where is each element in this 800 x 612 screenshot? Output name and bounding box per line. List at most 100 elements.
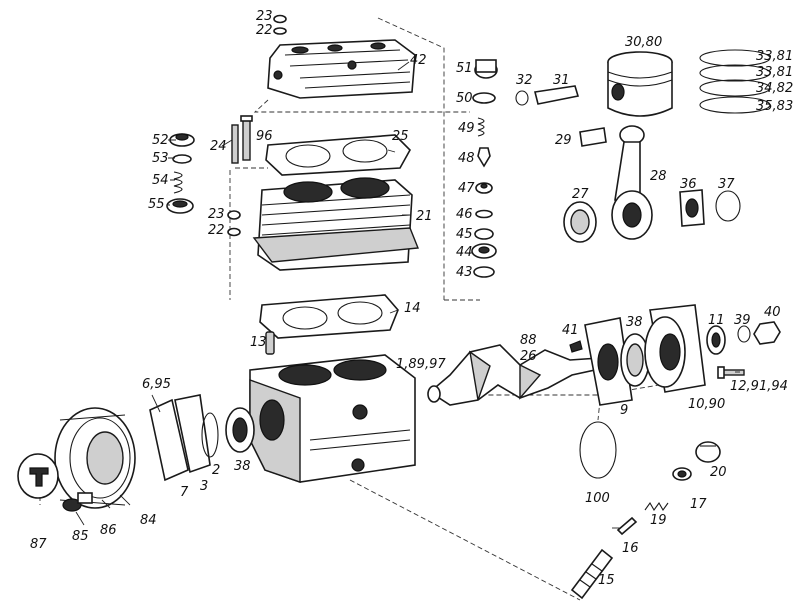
oil-seal-11 — [706, 325, 726, 355]
nut-40 — [753, 321, 781, 345]
woodruff-key-41 — [569, 340, 583, 353]
spring-19 — [644, 501, 669, 512]
label-17: 17 — [690, 497, 707, 512]
circlip-37 — [715, 190, 741, 222]
label-30-80: 30,80 — [625, 35, 662, 50]
label-36: 36 — [680, 177, 697, 192]
label-6-95: 6,95 — [142, 377, 171, 392]
rear-bearing-38 — [620, 333, 650, 387]
small-end-bush — [579, 127, 607, 147]
leader-lines — [75, 61, 740, 529]
valve-body-15 — [570, 548, 614, 600]
label-32: 32 — [516, 73, 533, 88]
label-39: 39 — [734, 313, 751, 328]
head-washer-22 — [273, 27, 287, 35]
washer-23-22-mid — [227, 210, 241, 237]
head-nut-23 — [273, 14, 287, 24]
label-38: 38 — [626, 315, 643, 330]
cylinder-block — [252, 177, 419, 271]
label-84: 84 — [140, 513, 157, 528]
label-19: 19 — [650, 513, 667, 528]
crankshaft — [427, 344, 606, 406]
cap-nut-20 — [695, 441, 721, 463]
label-86: 86 — [100, 523, 117, 538]
label-15: 15 — [598, 573, 615, 588]
label-33-81-b: 33,81 — [756, 65, 793, 80]
o-ring-100 — [579, 421, 617, 479]
label-100: 100 — [585, 491, 610, 506]
label-51: 51 — [456, 61, 473, 76]
label-24: 24 — [210, 139, 227, 154]
crankcase — [249, 354, 416, 483]
label-85: 85 — [72, 529, 89, 544]
label-52: 52 — [152, 133, 169, 148]
label-45: 45 — [456, 227, 473, 242]
rear-housing — [644, 304, 706, 393]
label-23: 23 — [256, 9, 273, 24]
label-23-mid: 23 — [208, 207, 225, 222]
label-21: 21 — [416, 209, 433, 224]
label-3: 3 — [200, 479, 208, 494]
label-33-81-a: 33,81 — [756, 49, 793, 64]
valve-assembly-left — [166, 133, 195, 214]
label-50: 50 — [456, 91, 473, 106]
piston-rings — [699, 49, 771, 114]
label-31: 31 — [553, 73, 570, 88]
label-25: 25 — [392, 129, 409, 144]
front-cover-plate — [149, 394, 255, 482]
label-96: 96 — [256, 129, 273, 144]
label-27: 27 — [572, 187, 589, 202]
pin-16 — [616, 516, 638, 536]
label-46: 46 — [456, 207, 473, 222]
label-12-91-94: 12,91,94 — [730, 379, 788, 394]
label-20: 20 — [710, 465, 727, 480]
label-88: 88 — [520, 333, 537, 348]
piston — [607, 51, 673, 117]
label-35-83: 35,83 — [756, 99, 793, 114]
label-14: 14 — [404, 301, 421, 316]
circlip-39 — [737, 325, 751, 343]
drive-pulley — [54, 407, 136, 509]
piston-pin — [534, 85, 580, 105]
label-43: 43 — [456, 265, 473, 280]
label-55: 55 — [148, 197, 165, 212]
label-87: 87 — [30, 537, 47, 552]
label-37: 37 — [718, 177, 735, 192]
label-11: 11 — [708, 313, 725, 328]
dowel-pin-13 — [265, 331, 275, 355]
label-53: 53 — [152, 151, 169, 166]
connecting-rod — [611, 125, 653, 240]
washer-17 — [672, 467, 692, 481]
label-22-mid: 22 — [208, 223, 225, 238]
label-1-89-97: 1,89,97 — [396, 357, 446, 372]
head-gasket — [265, 134, 411, 176]
label-29: 29 — [555, 133, 572, 148]
part-labels: 23 22 42 51 32 31 30,80 33,81 33,81 34,8… — [30, 9, 793, 588]
label-47: 47 — [458, 181, 475, 196]
label-9: 9 — [620, 403, 628, 418]
label-40: 40 — [764, 305, 781, 320]
label-44: 44 — [456, 245, 473, 260]
label-48: 48 — [458, 151, 475, 166]
label-26: 26 — [520, 349, 537, 364]
pulley-nut-87 — [17, 453, 59, 499]
label-10-90: 10,90 — [688, 397, 725, 412]
label-7: 7 — [180, 485, 189, 500]
label-42: 42 — [410, 53, 427, 68]
label-2: 2 — [212, 463, 220, 478]
pulley-bolt-85 — [62, 492, 93, 512]
label-34-82: 34,82 — [756, 81, 793, 96]
bearing-cap-36 — [679, 189, 705, 227]
label-38-front: 38 — [234, 459, 251, 474]
stud-bolts — [231, 115, 253, 164]
label-13: 13 — [250, 335, 267, 350]
screw-12 — [717, 366, 745, 379]
valve-stack-right — [471, 59, 498, 278]
label-49: 49 — [458, 121, 475, 136]
needle-bearing — [563, 201, 597, 243]
label-54: 54 — [152, 173, 169, 188]
rear-gasket-9 — [584, 317, 633, 406]
block-gasket — [259, 294, 399, 339]
label-16: 16 — [622, 541, 639, 556]
